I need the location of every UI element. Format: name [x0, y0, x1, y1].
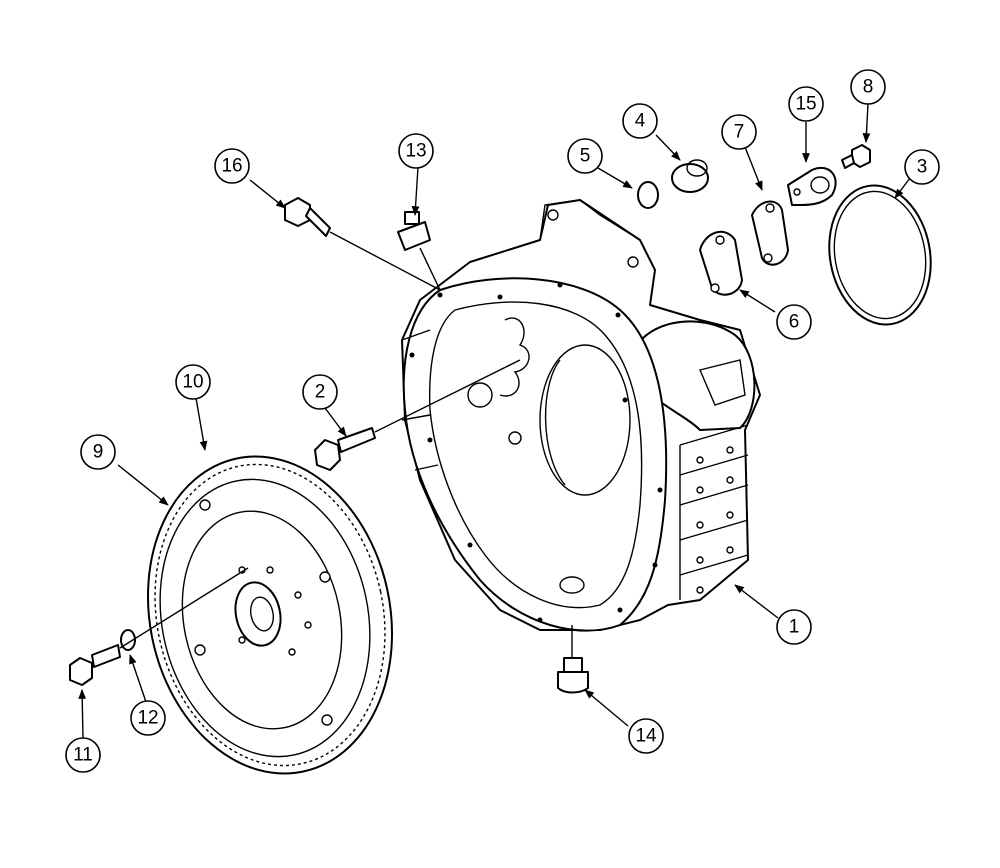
- callout-2: 2: [302, 374, 338, 410]
- seal-ring-5: [637, 181, 659, 209]
- assembly-lines: [119, 231, 573, 658]
- svg-text:14: 14: [635, 726, 657, 747]
- o-ring-3: [828, 184, 932, 326]
- pipe-plug-13: [397, 211, 431, 251]
- housing-bolt-16: [284, 197, 331, 237]
- flywheel-housing: [401, 199, 761, 632]
- callout-13: 13: [398, 133, 434, 169]
- svg-text:6: 6: [789, 312, 800, 333]
- callout-3: 3: [904, 149, 940, 185]
- svg-text:8: 8: [863, 77, 874, 98]
- callout-7: 7: [721, 114, 757, 150]
- callout-4: 4: [622, 103, 658, 139]
- housing-bolt-2: [314, 427, 376, 471]
- svg-text:2: 2: [315, 382, 326, 403]
- clip-15: [787, 167, 837, 206]
- leader-arrows: [78, 103, 911, 739]
- svg-text:11: 11: [73, 745, 93, 766]
- callout-5: 5: [567, 138, 603, 174]
- svg-text:9: 9: [93, 442, 104, 463]
- svg-text:16: 16: [221, 156, 242, 177]
- gasket-7: [751, 200, 789, 266]
- callout-10: 10: [175, 364, 211, 400]
- callout-14: 14: [628, 718, 664, 754]
- drain-plug-14: [557, 657, 589, 694]
- flywheel-ring-gear: [146, 455, 394, 775]
- svg-text:12: 12: [137, 708, 158, 729]
- screw-8: [841, 144, 871, 169]
- callout-1: 1: [776, 609, 812, 645]
- callout-16: 16: [214, 148, 250, 184]
- callout-15: 15: [788, 86, 824, 122]
- svg-text:1: 1: [789, 617, 800, 638]
- plug-4: [671, 159, 709, 193]
- callout-11: 11: [65, 737, 101, 773]
- callout-9: 9: [80, 434, 116, 470]
- svg-text:10: 10: [182, 372, 203, 393]
- callout-6: 6: [776, 304, 812, 340]
- flywheel-bolt-11: [69, 644, 121, 686]
- svg-text:15: 15: [795, 94, 816, 115]
- cover-plate-6: [699, 230, 743, 296]
- svg-text:5: 5: [580, 146, 591, 167]
- callout-8: 8: [850, 69, 886, 105]
- svg-text:3: 3: [917, 157, 928, 178]
- svg-text:7: 7: [734, 122, 745, 143]
- svg-text:13: 13: [405, 141, 426, 162]
- callout-12: 12: [130, 700, 166, 736]
- svg-text:4: 4: [635, 111, 646, 132]
